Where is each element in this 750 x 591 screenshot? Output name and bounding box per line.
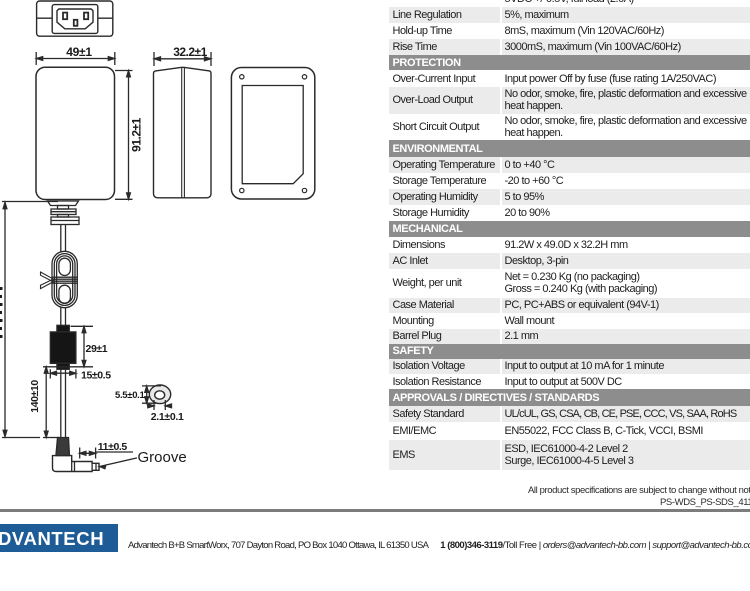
svg-text:5.5±0.1: 5.5±0.1: [115, 390, 146, 401]
svg-text:49±1: 49±1: [66, 45, 92, 59]
svg-text:29±1: 29±1: [86, 343, 108, 355]
svg-text:32.2±1: 32.2±1: [173, 45, 207, 59]
svg-text:140±10: 140±10: [29, 380, 41, 413]
svg-text:Groove: Groove: [138, 449, 187, 466]
svg-text:11±0.5: 11±0.5: [98, 441, 128, 453]
svg-text:2.1±0.1: 2.1±0.1: [151, 411, 184, 423]
svg-text:91.2±1: 91.2±1: [130, 117, 144, 151]
svg-text:15±0.5: 15±0.5: [81, 370, 111, 382]
